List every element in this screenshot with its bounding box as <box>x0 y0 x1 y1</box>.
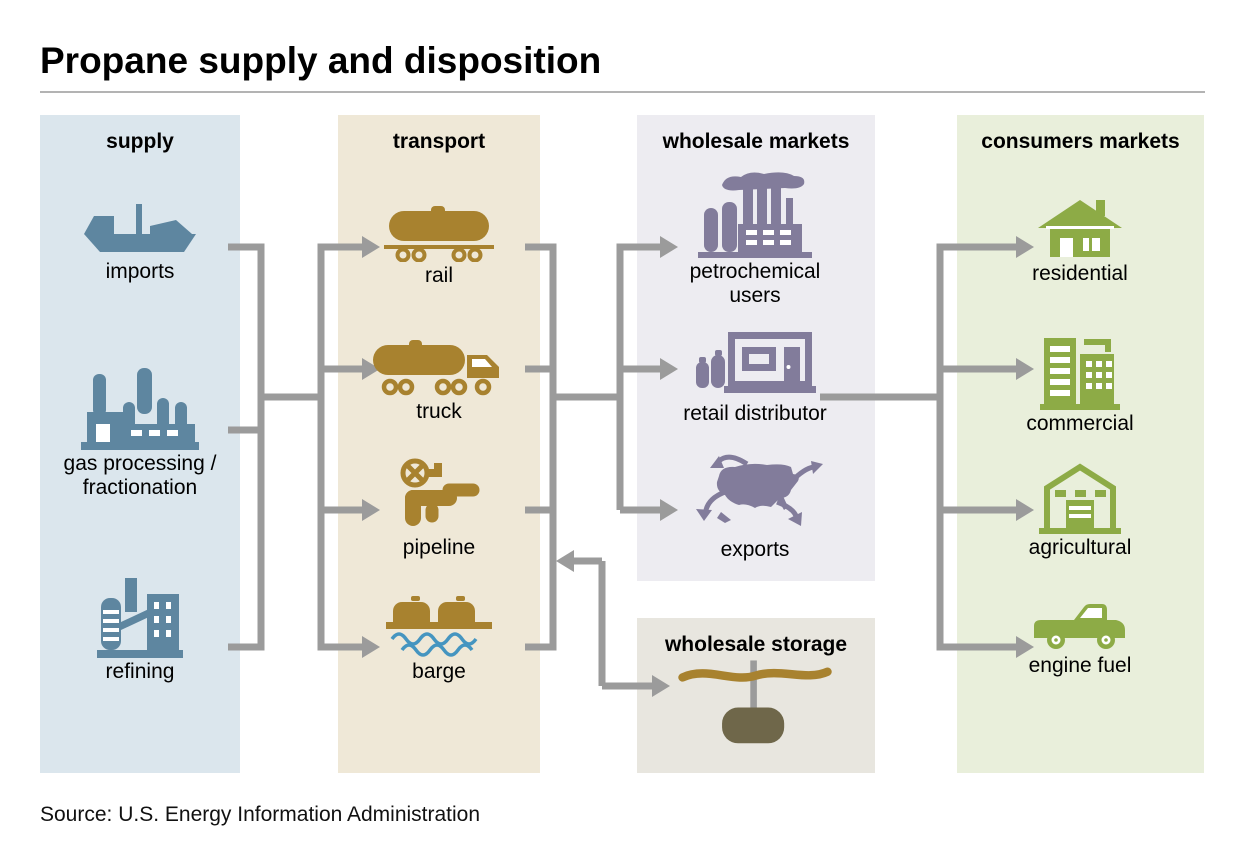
node-barge: barge <box>349 596 529 684</box>
barge-label: barge <box>412 660 466 683</box>
rail-tankcar-icon <box>384 206 494 262</box>
node-exports: exports <box>675 450 835 562</box>
node-refining: refining <box>42 578 238 684</box>
pipeline-valve-icon <box>400 458 480 526</box>
barge-icon <box>386 596 492 657</box>
refinery-icon <box>97 578 183 658</box>
tanker-truck-icon <box>373 340 499 396</box>
storefront-icon <box>696 332 816 393</box>
gas-plant-icon <box>81 368 199 450</box>
engine-fuel-label: engine fuel <box>1028 654 1132 677</box>
node-pipeline: pipeline <box>349 458 529 560</box>
ship-icon <box>84 204 196 252</box>
node-gas-processing: gas processing / fractionation <box>42 366 238 500</box>
house-icon <box>1038 200 1122 257</box>
title-rule <box>40 91 1205 93</box>
exports-label: exports <box>720 538 790 561</box>
residential-label: residential <box>1032 262 1128 285</box>
node-underground-storage <box>675 652 835 748</box>
page-title: Propane supply and disposition <box>40 40 602 81</box>
node-imports: imports <box>42 196 238 284</box>
node-commercial: commercial <box>988 330 1172 436</box>
truck-label: truck <box>416 400 462 423</box>
pipeline-label: pipeline <box>402 536 476 559</box>
gas-processing-label: gas processing / fractionation <box>63 452 217 499</box>
source-attribution: Source: U.S. Energy Information Administ… <box>40 803 481 826</box>
agricultural-label: agricultural <box>1028 536 1132 559</box>
commercial-label: commercial <box>1026 412 1134 435</box>
petrochemical-users-label: petrochemical users <box>689 260 821 307</box>
buildings-icon <box>1040 338 1120 410</box>
pickup-truck-icon <box>1034 604 1125 649</box>
node-residential: residential <box>988 198 1172 286</box>
rail-label: rail <box>424 264 453 287</box>
underground-tank-icon <box>678 660 832 744</box>
barn-icon <box>1039 463 1121 534</box>
node-truck: truck <box>349 340 529 424</box>
node-engine-fuel: engine fuel <box>988 600 1172 678</box>
node-petrochemical-users: petrochemical users <box>675 170 835 308</box>
consumers-markets-header: consumers markets <box>981 130 1180 153</box>
wholesale-storage-header: wholesale storage <box>664 633 848 656</box>
transport-header: transport <box>392 130 486 153</box>
petrochemical-plant-icon <box>698 172 812 258</box>
node-rail: rail <box>349 206 529 288</box>
refining-label: refining <box>105 660 175 683</box>
retail-distributor-label: retail distributor <box>683 402 827 425</box>
node-agricultural: agricultural <box>988 462 1172 560</box>
us-map-arrows-icon <box>696 454 823 526</box>
imports-label: imports <box>105 260 175 283</box>
node-retail-distributor: retail distributor <box>675 328 835 426</box>
supply-header: supply <box>106 130 174 153</box>
wholesale-markets-header: wholesale markets <box>662 130 850 153</box>
